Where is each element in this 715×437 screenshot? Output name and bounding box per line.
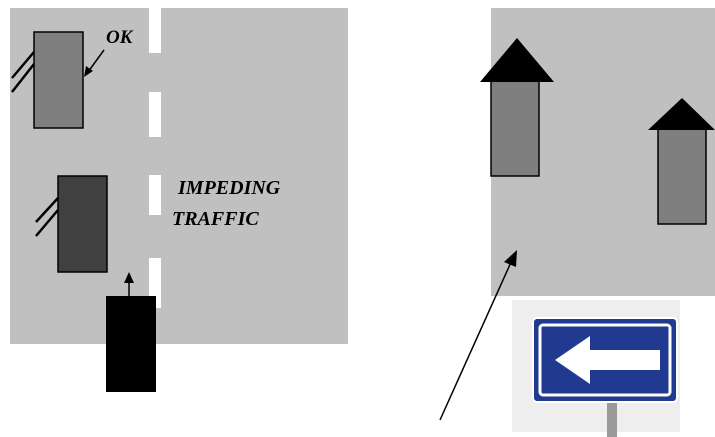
lane-dash xyxy=(149,92,161,137)
right-car-1-body xyxy=(491,81,539,176)
following-car xyxy=(106,296,156,392)
pointer-arrow xyxy=(440,250,517,420)
sign-post xyxy=(607,400,617,437)
right-car-2-body xyxy=(658,128,706,224)
ok-car xyxy=(34,32,83,128)
right-road-panel xyxy=(440,8,715,437)
impeding-traffic-label-line2: TRAFFIC xyxy=(172,208,259,230)
ok-label: OK xyxy=(106,27,134,48)
left-road-panel: OK IMPEDING TRAFFIC xyxy=(10,8,348,392)
impeding-car xyxy=(58,176,107,272)
impeding-traffic-label-line1: IMPEDING xyxy=(177,177,281,199)
lane-dash xyxy=(149,175,161,215)
lane-dash xyxy=(149,8,161,53)
one-way-sign xyxy=(512,300,680,437)
